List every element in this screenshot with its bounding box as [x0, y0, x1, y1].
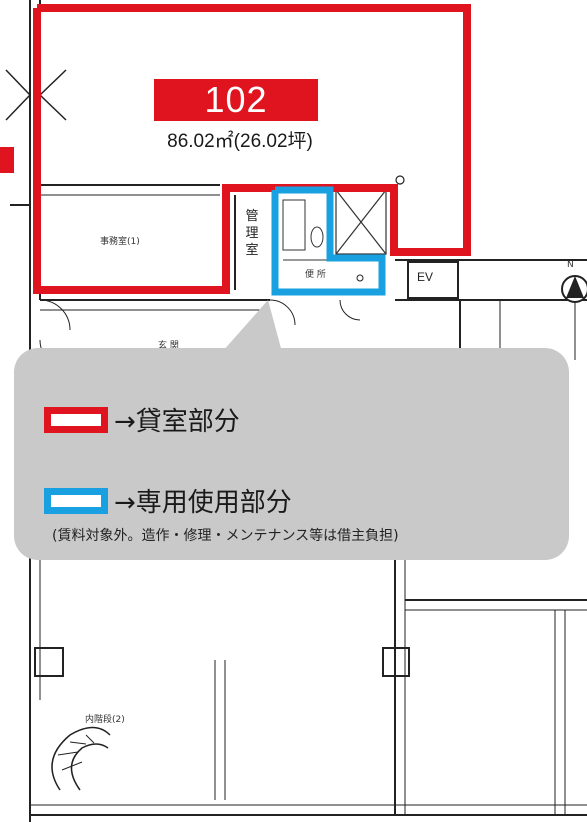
entrance-label: 玄 関 — [158, 341, 179, 351]
unit-area-text: 86.02㎡(26.02坪) — [167, 131, 313, 152]
management-room-label: 管理室 — [245, 209, 259, 258]
legend-rental-row: →貸室部分 — [44, 401, 240, 438]
exclusive-area-outline — [271, 186, 386, 296]
rental-fragment — [0, 147, 14, 173]
legend-rental-label: →貸室部分 — [114, 407, 240, 437]
elevator-label: EV — [417, 270, 434, 284]
legend-exclusive-row: →専用使用部分 — [44, 482, 292, 519]
rental-area-outline — [33, 4, 471, 294]
legend-exclusive-note: (賃料対象外。造作・修理・メンテナンス等は借主負担) — [52, 528, 399, 544]
compass-label: N — [567, 260, 574, 270]
office-label: 事務室(1) — [100, 237, 140, 247]
north-arrow-icon — [561, 275, 587, 303]
unit-number-badge: 102 — [154, 79, 318, 121]
stairs-label: 内階段(2) — [85, 715, 125, 725]
legend-exclusive-swatch — [44, 487, 108, 514]
toilet-label: 便 所 — [305, 270, 326, 280]
legend-box — [14, 348, 569, 560]
legend-exclusive-label: →専用使用部分 — [114, 488, 292, 518]
legend-rental-swatch — [44, 406, 108, 433]
